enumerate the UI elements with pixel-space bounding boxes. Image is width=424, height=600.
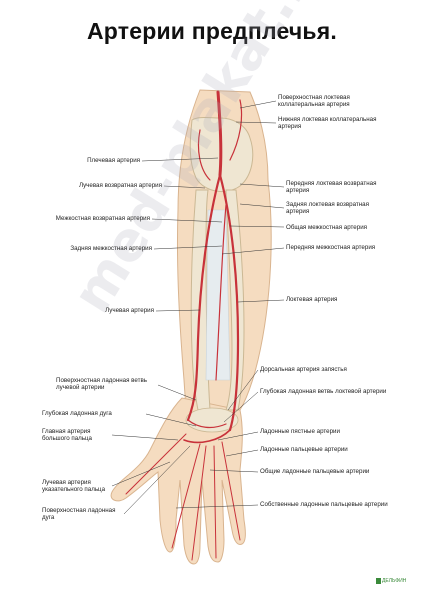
leader-right-4: [239, 203, 285, 209]
leader-right-11: [225, 449, 259, 457]
label-deep-palmar-branch-ulnar: Глубокая ладонная ветвь локтевой артерии: [260, 388, 387, 395]
label-interosseous-recurrent-artery: Межкостная возвратная артерия: [55, 215, 150, 222]
leader-left-3: [151, 218, 223, 223]
thumb-artery: [125, 433, 187, 495]
leader-right-2: [235, 121, 277, 124]
label-palmar-digital-arteries: Ладонные пальцевые артерии: [260, 446, 348, 453]
leader-left-6: [157, 384, 197, 401]
label-radial-artery: Лучевая артерия: [105, 307, 154, 314]
label-anterior-ulnar-recurrent-artery: Передняя локтевая возвратная артерия: [286, 180, 377, 195]
label-proper-palmar-digital-arteries: Собственные ладонные пальцевые артерии: [260, 501, 388, 508]
label-anterior-interosseous-artery: Передняя межкостная артерия: [286, 244, 376, 251]
logo-icon: [376, 578, 381, 584]
label-princeps-pollicis-artery: Главная артерия большого пальца: [42, 428, 92, 443]
label-superficial-palmar-arch: Поверхностная ладонная дуга: [42, 507, 116, 522]
brachial-artery: [216, 90, 223, 177]
leader-right-13: [175, 504, 259, 509]
leader-left-10: [123, 445, 191, 515]
label-brachial-artery: Плечевая артерия: [87, 157, 140, 164]
radial-artery-path: [186, 173, 222, 422]
leader-left-5: [155, 309, 201, 312]
label-common-interosseous-artery: Общая межкостная артерия: [286, 224, 367, 231]
label-posterior-ulnar-recurrent-artery: Задняя локтевая возвратная артерия: [286, 201, 369, 216]
leader-right-7: [237, 299, 285, 303]
leader-right-8: [227, 369, 259, 411]
poster-title: Артерии предплечья.: [87, 18, 337, 44]
label-superior-ulnar-collateral-artery: Поверхностная локтевая коллатеральная ар…: [278, 94, 350, 109]
leader-left-4: [153, 245, 223, 250]
leader-right-1: [239, 100, 277, 109]
interosseous-membrane: [205, 209, 231, 381]
leader-left-9: [111, 461, 171, 487]
leader-left-2: [163, 185, 206, 189]
leader-right-9: [223, 391, 259, 423]
leader-right-5: [229, 225, 285, 228]
label-palmar-metacarpal-arteries: Ладонные пястные артерии: [260, 428, 340, 435]
leader-left-7: [145, 413, 197, 427]
leader-right-6: [221, 247, 285, 255]
label-inferior-ulnar-collateral-artery: Нижняя локтевая коллатеральная артерия: [278, 116, 377, 131]
label-radial-recurrent-artery: Лучевая возвратная артерия: [78, 182, 162, 189]
label-superficial-palmar-branch-radial: Поверхностная ладонная ветвь лучевой арт…: [56, 377, 147, 392]
leader-right-12: [209, 469, 259, 473]
label-ulnar-artery: Локтевая артерия: [286, 296, 338, 303]
ulna-bone: [225, 189, 245, 411]
deep-palmar-arch: [187, 419, 227, 429]
ulnar-artery-path: [218, 173, 240, 432]
label-radialis-indicis-artery: Лучевая артерия указательного пальца: [42, 479, 106, 494]
digital-artery-3: [213, 445, 217, 559]
leader-right-3: [239, 183, 285, 188]
label-dorsal-carpal-artery: Дорсальная артерия запястья: [260, 366, 347, 373]
interosseous-artery-path: [215, 204, 227, 381]
digital-artery-4: [221, 441, 241, 541]
label-common-palmar-digital-arteries: Общие ладонные пальцевые артерии: [260, 468, 370, 475]
recurrent-artery-right: [229, 99, 243, 161]
leader-right-10: [217, 431, 259, 441]
leader-left-1: [141, 157, 219, 162]
digital-artery-2: [191, 445, 207, 561]
label-posterior-interosseous-artery: Задняя межкостная артерия: [70, 245, 152, 252]
superficial-palmar-arch: [183, 429, 231, 444]
leader-left-8: [111, 434, 179, 441]
label-deep-palmar-arch: Глубокая ладонная дуга: [42, 410, 112, 417]
publisher-logo: ДЕЛЬФИН: [382, 578, 407, 584]
digital-artery-1: [171, 443, 201, 549]
